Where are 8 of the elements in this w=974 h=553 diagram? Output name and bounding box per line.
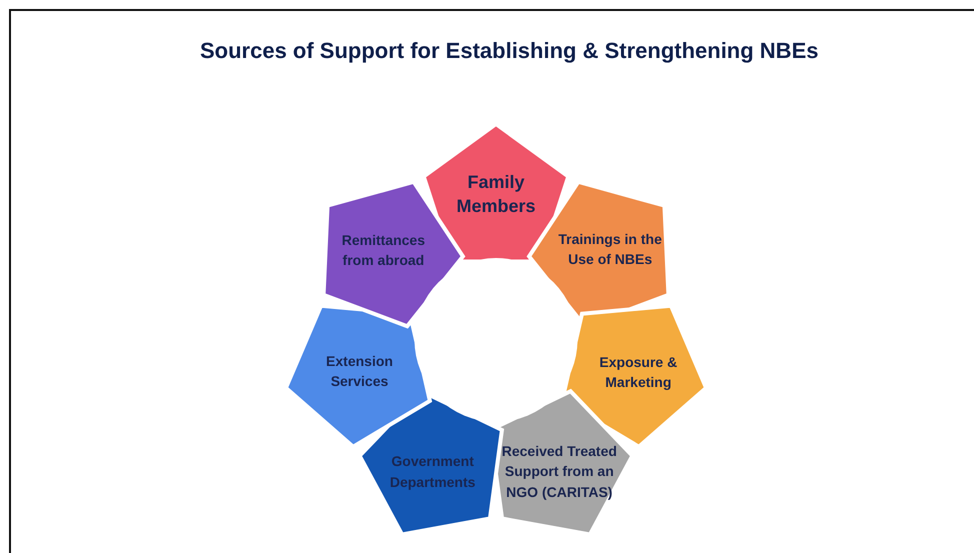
segment-label: Received Treated Support from an NGO (CARITAS): [500, 442, 618, 502]
segment-label: Exposure & Marketing: [598, 353, 678, 392]
segment-label: Family Members: [455, 170, 537, 218]
segment-label: Trainings in the Use of NBEs: [557, 230, 663, 269]
segment-label: Government Departments: [388, 452, 476, 492]
segment-label: Extension Services: [325, 352, 394, 392]
segment-label: Remittances from abroad: [340, 230, 426, 270]
diagram-title: Sources of Support for Establishing & Strengthening NBEs: [200, 38, 818, 64]
